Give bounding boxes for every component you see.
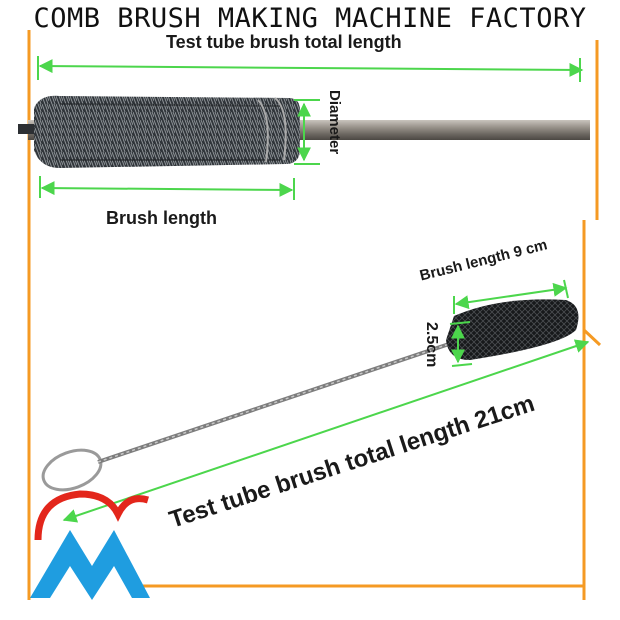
diameter-label: Diameter xyxy=(326,90,343,155)
brush-length-label: Brush length xyxy=(106,208,217,228)
header-text: COMB BRUSH MAKING MACHINE FACTORY xyxy=(33,3,587,34)
top-arrows xyxy=(37,56,584,200)
diameter-25cm-label: 2.5cm xyxy=(423,322,440,368)
bottom-arrows xyxy=(62,279,590,523)
logo-icon xyxy=(30,490,150,600)
total-length-label: Test tube brush total length xyxy=(166,32,402,52)
